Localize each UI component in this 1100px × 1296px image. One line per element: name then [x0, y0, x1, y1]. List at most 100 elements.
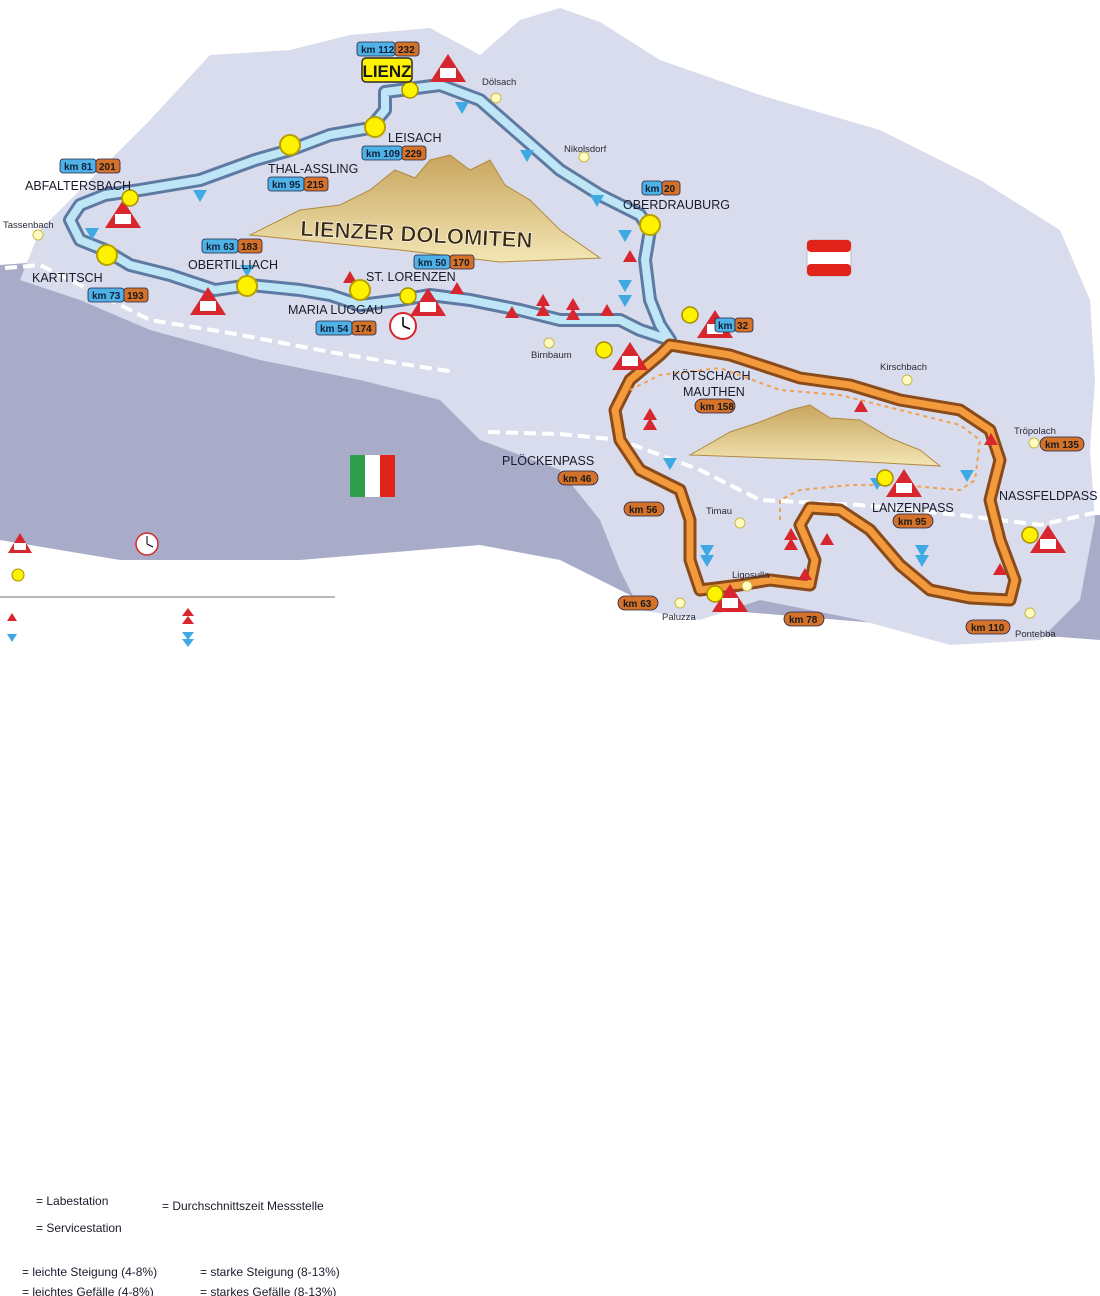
- svg-text:229: 229: [405, 149, 422, 160]
- starke-steigung-icon: [182, 608, 194, 616]
- svg-text:km 56: km 56: [629, 505, 658, 516]
- svg-text:170: 170: [453, 258, 470, 269]
- village-label-doelsach: Dölsach: [482, 77, 516, 88]
- km-badge-abfaltersbach: km 81 201: [59, 158, 121, 174]
- svg-text:215: 215: [307, 180, 324, 191]
- svg-text:20: 20: [664, 184, 676, 195]
- town-label-obertilliach: OBERTILLIACH: [188, 258, 278, 272]
- km-badge-kartitsch: km 73 193: [87, 287, 149, 303]
- svg-text:km 73: km 73: [92, 291, 121, 302]
- svg-text:km 95: km 95: [272, 180, 301, 191]
- legend-durchschnittszeit: = Durchschnittszeit Messstelle: [162, 1199, 324, 1213]
- km-badge-leisach: km 109 229: [361, 145, 427, 161]
- km-badge-78: km 78: [783, 611, 825, 627]
- village-label-pontebba: Pontebba: [1015, 629, 1056, 640]
- village-labels: Dölsach Nikolsdorf Tassenbach Birnbaum K…: [3, 77, 1056, 640]
- km-badge-thal: km 95 215: [267, 176, 329, 192]
- town-label-lanzenpass: LANZENPASS: [872, 501, 954, 515]
- carnic-mountain: [688, 404, 942, 467]
- legend-starkes-gefaelle: = starkes Gefälle (8-13%): [200, 1285, 337, 1296]
- legend-labestation: = Labestation: [36, 1194, 109, 1208]
- orange-inner-route: [629, 366, 982, 520]
- dolomites-mountain: [248, 154, 602, 263]
- leichte-steigung-icon: [7, 613, 17, 621]
- town-label-thal-assling: THAL-ASSLING: [268, 162, 358, 176]
- village-label-tassenbach: Tassenbach: [3, 220, 54, 231]
- svg-text:km 158: km 158: [700, 402, 734, 413]
- village-dots: [32, 92, 1040, 619]
- village-label-paluzza: Paluzza: [662, 612, 697, 623]
- legend-leichtes-gefaelle: = leichtes Gefälle (4-8%): [22, 1285, 154, 1296]
- service-dots: [121, 81, 1039, 603]
- svg-text:km 81: km 81: [64, 162, 93, 173]
- servicestation-legend-icon: [11, 568, 25, 582]
- border-line-east: [487, 430, 1099, 528]
- town-label-ploeckenpass: PLÖCKENPASS: [502, 454, 594, 468]
- village-label-nikolsdorf: Nikolsdorf: [564, 144, 607, 155]
- town-label-nassfeldpass: NASSFELDPASS: [999, 489, 1097, 503]
- town-label-lienz: LIENZ: [362, 62, 411, 81]
- starkes-gefaelle-icon: [182, 632, 194, 640]
- km-badge-56: km 56: [623, 501, 665, 517]
- village-label-troepolach: Tröpolach: [1014, 426, 1056, 437]
- town-label-oberdrauburg: OBERDRAUBURG: [623, 198, 730, 212]
- km-badge-obertilliach: km 63 183: [201, 238, 263, 254]
- svg-text:km 135: km 135: [1045, 440, 1079, 451]
- svg-text:201: 201: [99, 162, 116, 173]
- km-badges-orange: km 158 km 46 km 56 km 63 km 78 km 95 km …: [557, 398, 1085, 635]
- svg-text:km 63: km 63: [623, 599, 652, 610]
- town-label-koetschach: KÖTSCHACH: [672, 369, 750, 383]
- svg-text:174: 174: [355, 324, 372, 335]
- svg-text:km 112: km 112: [361, 45, 395, 56]
- svg-text:km 63: km 63: [206, 242, 235, 253]
- border-line-west: [4, 262, 456, 374]
- svg-text:km 78: km 78: [789, 615, 818, 626]
- km-badge-110: km 110: [965, 619, 1011, 635]
- leichtes-gefaelle-icon: [7, 634, 17, 642]
- village-label-kirschbach: Kirschbach: [880, 362, 927, 373]
- svg-text:km 46: km 46: [563, 474, 592, 485]
- map-canvas: LIENZER DOLOMITEN: [0, 8, 1100, 647]
- town-labels: LEISACH THAL-ASSLING ABFALTERSBACH KARTI…: [25, 131, 1097, 515]
- village-label-ligosulla: Ligosulla: [732, 570, 770, 581]
- km-badge-koetschach: km 158: [694, 398, 736, 414]
- svg-text:km: km: [645, 184, 660, 195]
- svg-text:183: 183: [241, 242, 258, 253]
- svg-text:km 54: km 54: [320, 324, 349, 335]
- svg-text:193: 193: [127, 291, 144, 302]
- race-route-map: LIENZER DOLOMITEN: [0, 8, 1100, 1296]
- austria-flag: [806, 239, 852, 277]
- km-badge-ploeckenpass: km 46: [557, 470, 599, 486]
- svg-text:km 110: km 110: [971, 623, 1005, 634]
- town-label-maria-luggau: MARIA LUGGAU: [288, 303, 383, 317]
- km-badge-63: km 63: [617, 595, 659, 611]
- downhill-markers: [85, 102, 974, 567]
- legend-leichte-steigung: = leichte Steigung (4-8%): [22, 1265, 158, 1279]
- orange-route-inner: [611, 341, 1019, 604]
- legend-servicestation: = Servicestation: [36, 1221, 122, 1235]
- town-label-kartitsch: KARTITSCH: [32, 271, 103, 285]
- town-label-leisach: LEISACH: [388, 131, 442, 145]
- town-label-abfaltersbach: ABFALTERSBACH: [25, 179, 131, 193]
- km-badge-lanzenpass: km 95: [892, 513, 934, 529]
- svg-text:232: 232: [398, 45, 415, 56]
- village-label-birnbaum: Birnbaum: [531, 350, 572, 361]
- town-label-mauthen: MAUTHEN: [683, 385, 745, 399]
- lienz-label: LIENZ: [361, 57, 413, 83]
- uphill-markers: [343, 250, 1007, 580]
- italy-flag: [350, 455, 395, 497]
- svg-text:32: 32: [737, 321, 749, 332]
- town-label-st-lorenzen: ST. LORENZEN: [366, 270, 456, 284]
- km-badge-maria-luggau: km 54 174: [315, 320, 377, 336]
- km-badge-nassfeld: km 135: [1039, 436, 1085, 452]
- km-badge-oberdrauburg: km 20: [641, 180, 681, 196]
- legend-starke-steigung: = starke Steigung (8-13%): [200, 1265, 340, 1279]
- svg-text:km 109: km 109: [366, 149, 400, 160]
- town-dots: [96, 116, 661, 301]
- legend-graphics: [0, 532, 335, 647]
- svg-text:km 95: km 95: [898, 517, 927, 528]
